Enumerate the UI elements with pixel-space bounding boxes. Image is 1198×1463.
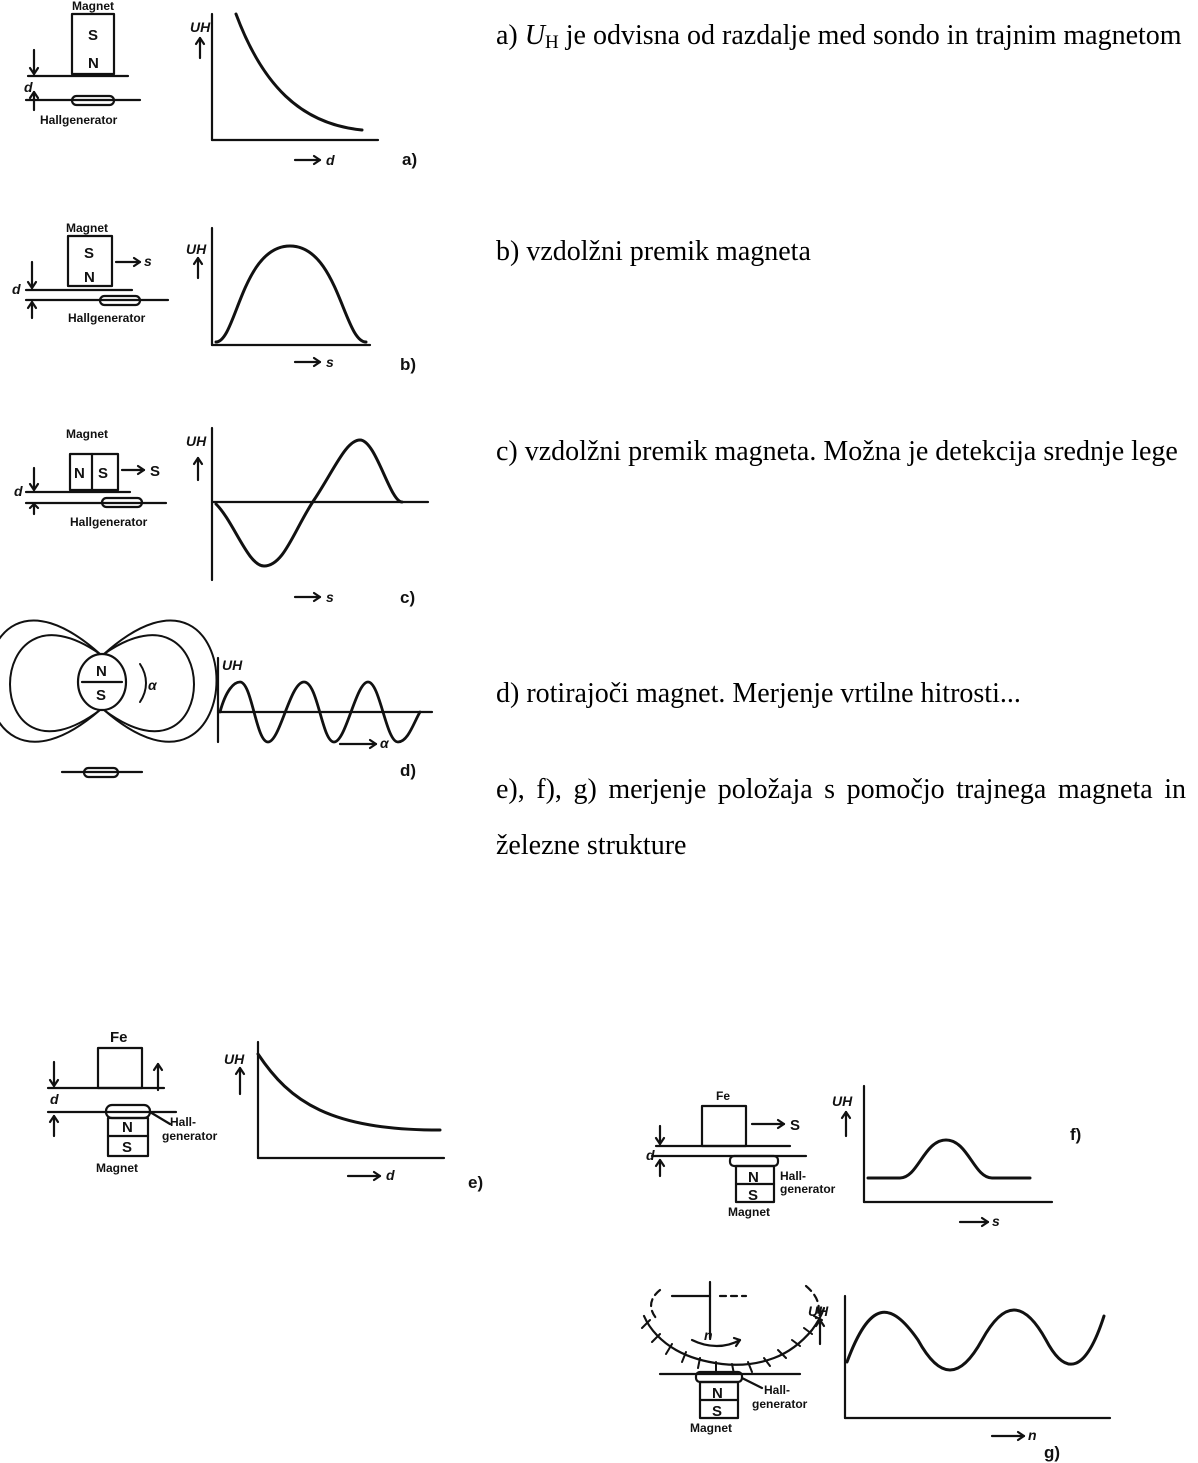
figure-tag-f: f) (1070, 1125, 1081, 1144)
curve-e (256, 1052, 442, 1132)
figure-b (24, 226, 372, 368)
label-hall-c: Hallgenerator (70, 515, 148, 529)
figure-e (46, 1040, 446, 1182)
pole-bottom-f: S (748, 1187, 758, 1204)
label-move-f: S (790, 1117, 800, 1134)
axis-x-label-c: s (326, 589, 334, 605)
curve-f (866, 1138, 1032, 1180)
figure-tag-g: g) (1044, 1443, 1060, 1462)
pole-top-d: N (96, 663, 107, 680)
label-magnet-g: Magnet (690, 1421, 732, 1435)
label-magnet-b: Magnet (66, 221, 108, 235)
magnet-block-a (70, 12, 116, 76)
label-angle-d: α (148, 677, 158, 693)
axis-x-label-e: d (386, 1167, 395, 1183)
pole-top-a: S (88, 27, 98, 44)
label-d-b: d (12, 281, 21, 297)
label-hall-b: Hallgenerator (68, 311, 146, 325)
curve-g (845, 1308, 1106, 1372)
pole-bottom-b: N (84, 269, 95, 286)
axis-x-label-d: α (380, 735, 390, 751)
caption-a-symbol: U (524, 20, 545, 51)
label-hall2-e: generator (162, 1129, 218, 1143)
label-d-a: d (24, 79, 33, 95)
iron-block-e (96, 1046, 144, 1090)
label-d-f: d (646, 1147, 655, 1163)
label-magnet-a: Magnet (72, 0, 114, 13)
label-fe-e: Fe (110, 1029, 128, 1046)
pole-top-e: N (122, 1119, 133, 1136)
label-d-e: d (50, 1091, 59, 1107)
iron-block-f (700, 1104, 748, 1148)
pole-bottom-g: S (712, 1403, 722, 1420)
label-magnet-e: Magnet (96, 1161, 138, 1175)
axis-x-label-a: d (326, 152, 335, 168)
label-hall1-e: Hall- (170, 1115, 196, 1129)
figure-c (24, 426, 430, 603)
pole-top-f: N (748, 1169, 759, 1186)
pole-bottom-e: S (122, 1139, 132, 1156)
pole-top-b: S (84, 245, 94, 262)
figure-tag-c: c) (400, 588, 415, 607)
curve-b (214, 244, 368, 344)
caption-a: a) UH je odvisna od razdalje med sondo i… (496, 8, 1186, 67)
caption-a-prefix: a) (496, 20, 525, 51)
caption-efg: e), f), g) merjenje položaja s pomočjo t… (496, 774, 1186, 861)
label-move-c: S (150, 463, 160, 480)
curve-d (218, 680, 422, 744)
label-hall1-g: Hall- (764, 1383, 790, 1397)
label-hall1-f: Hall- (780, 1169, 806, 1183)
label-hall-a: Hallgenerator (40, 113, 118, 127)
label-d-c: d (14, 483, 23, 499)
axis-y-label-b: UH (186, 241, 207, 257)
caption-c: c) vzdolžni premik magneta. Možna je det… (496, 436, 1178, 467)
gear-wheel-g (642, 1306, 826, 1366)
label-rot-g: n (704, 1327, 713, 1343)
curve-c (214, 438, 404, 568)
axis-x-label-f: s (992, 1213, 1000, 1229)
label-magnet-c: Magnet (66, 427, 108, 441)
label-magnet-f: Magnet (728, 1205, 770, 1219)
pole-top-g: N (712, 1385, 723, 1402)
axis-y-label-d: UH (222, 657, 243, 673)
figure-a (24, 12, 380, 166)
pole-bottom-d: S (96, 687, 106, 704)
hall-sensor-b (98, 294, 142, 307)
figure-d (0, 619, 434, 779)
axis-x-label-g: n (1028, 1427, 1037, 1443)
axis-y-label-g: UH (808, 1303, 829, 1319)
label-move-b: s (144, 253, 152, 269)
label-hall2-f: generator (780, 1182, 836, 1196)
axis-y-label-c: UH (186, 433, 207, 449)
figure-tag-b: b) (400, 355, 416, 374)
axis-x-label-b: s (326, 354, 334, 370)
caption-a-subscript: H (545, 32, 559, 53)
caption-a-text: je odvisna od razdalje med sondo in traj… (558, 20, 1182, 51)
figure-g (641, 1280, 1112, 1442)
caption-b: b) vzdolžni premik magneta (496, 236, 811, 267)
label-hall2-g: generator (752, 1397, 808, 1411)
hall-sensor-d (82, 766, 120, 779)
axis-y-label-e: UH (224, 1051, 245, 1067)
hall-sensor-c (100, 496, 144, 509)
axis-y-label-a: UH (190, 19, 211, 35)
pole-right-c: S (98, 465, 108, 482)
axis-y-label-f: UH (832, 1093, 853, 1109)
curve-a (234, 12, 364, 132)
magnet-block-c (68, 452, 120, 492)
figure-tag-a: a) (402, 150, 417, 169)
magnet-block-b (66, 234, 114, 288)
figure-tag-e: e) (468, 1173, 483, 1192)
label-fe-f: Fe (716, 1089, 730, 1103)
pole-left-c: N (74, 465, 85, 482)
hall-sensor-a (70, 94, 116, 107)
caption-d: d) rotirajoči magnet. Merjenje vrtilne h… (496, 678, 1021, 709)
pole-bottom-a: N (88, 55, 99, 72)
figure-f (650, 1084, 1054, 1228)
figure-tag-d: d) (400, 761, 416, 780)
rotating-magnet-d (76, 652, 128, 712)
hall-sensor-f (728, 1154, 780, 1168)
